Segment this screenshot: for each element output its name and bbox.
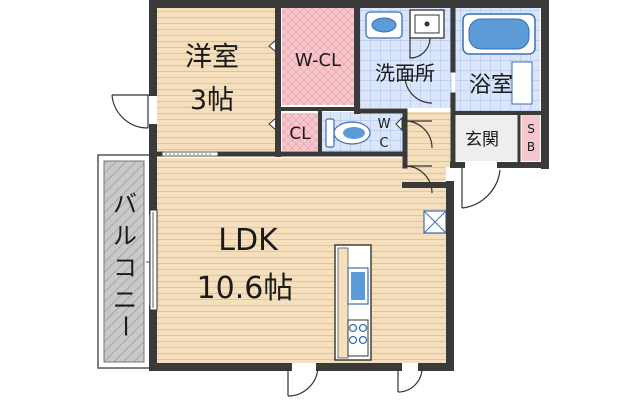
toilet-label-w: W bbox=[378, 117, 391, 132]
closet-label: CL bbox=[289, 124, 311, 144]
walls bbox=[149, 0, 549, 371]
shoe-box-floor bbox=[522, 115, 540, 161]
toilet-label-c: C bbox=[379, 136, 388, 151]
washbasin bbox=[365, 11, 403, 39]
washing-machine-pan bbox=[409, 9, 445, 39]
svg-text:バ: バ bbox=[113, 190, 137, 218]
western-room-size: 3帖 bbox=[190, 85, 234, 116]
svg-text:ル: ル bbox=[113, 222, 137, 250]
ldk-size: 10.6帖 bbox=[197, 271, 294, 306]
svg-text:コ: コ bbox=[113, 254, 137, 282]
balcony-window bbox=[149, 209, 158, 311]
shoe-box-label-s: S bbox=[527, 122, 535, 136]
closet-floor bbox=[282, 113, 319, 151]
ldk-label: LDK bbox=[218, 223, 279, 258]
ldk-floor bbox=[157, 158, 446, 363]
washroom-label: 洗面所 bbox=[375, 61, 435, 85]
walk-in-closet-label: W-CL bbox=[295, 50, 341, 71]
ventilation-marker bbox=[423, 210, 447, 234]
kitchen-counter bbox=[334, 244, 372, 361]
western-room-label: 洋室 bbox=[185, 42, 239, 73]
balcony bbox=[97, 154, 170, 369]
bathtub bbox=[462, 13, 536, 55]
balcony-label: バ ル コ ニ ー bbox=[111, 190, 139, 338]
svg-text:ー: ー bbox=[111, 314, 139, 338]
toilet-fixture bbox=[325, 118, 371, 148]
western-room-floor bbox=[157, 8, 275, 151]
svg-text:ニ: ニ bbox=[113, 286, 137, 314]
door-swings bbox=[111, 37, 501, 397]
bathroom-label: 浴室 bbox=[469, 73, 513, 98]
bath-wash-area bbox=[511, 61, 533, 105]
sliding-door-western bbox=[161, 151, 219, 157]
shoe-box-label-b: B bbox=[527, 140, 535, 154]
walk-in-closet-floor bbox=[282, 8, 355, 105]
entrance-floor bbox=[456, 115, 522, 161]
entrance-label: 玄関 bbox=[465, 130, 499, 150]
